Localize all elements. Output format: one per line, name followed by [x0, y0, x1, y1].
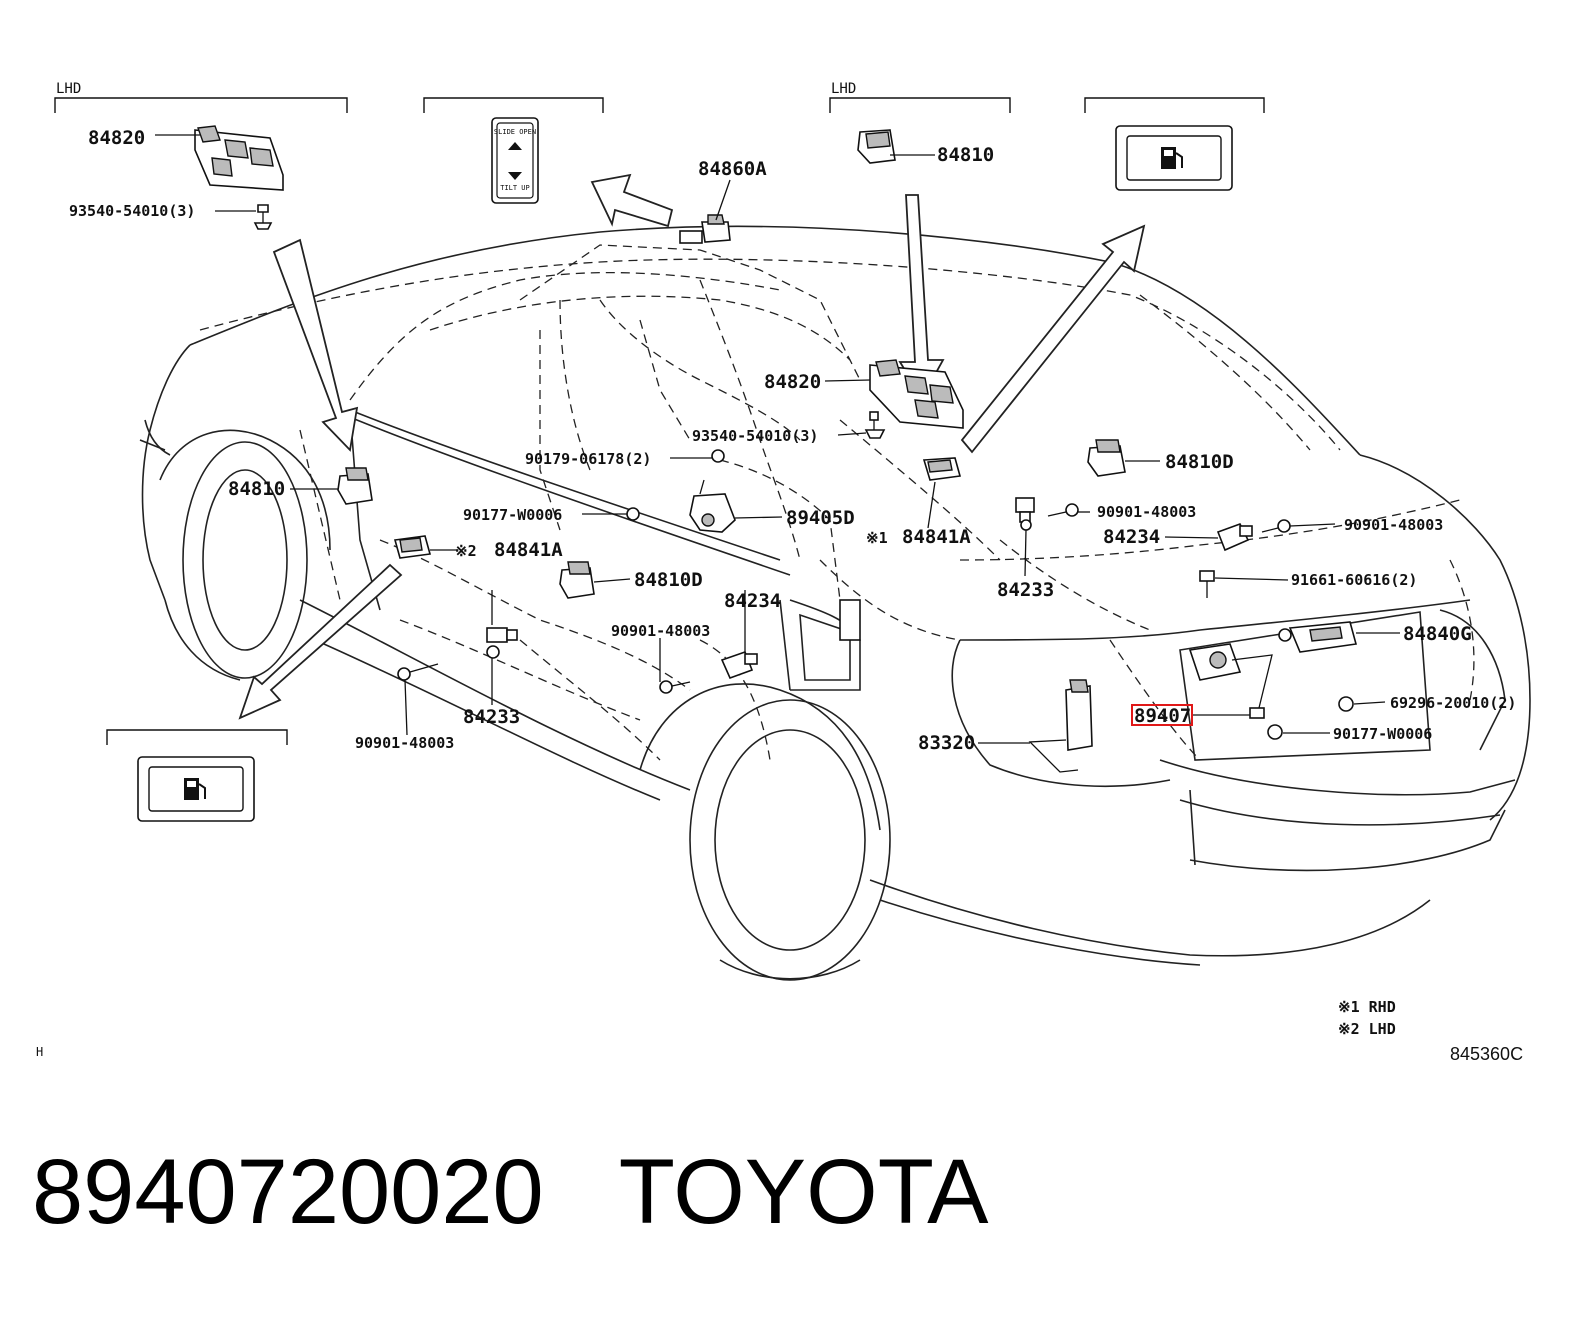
tilt-up-text: TILT UP — [500, 184, 530, 192]
part-labels: LHD LHD 84820 93540-54010(3) 84860A 8481… — [36, 81, 1523, 1064]
lhd-label: LHD — [56, 81, 81, 97]
slide-open-text: SLIDE OPEN — [494, 128, 536, 136]
part-label-90177: 90177-W0006 — [1333, 725, 1432, 743]
switch-part — [393, 535, 432, 559]
part-label-84841a: 84841A — [494, 539, 563, 561]
part-number: 8940720020 — [32, 1141, 544, 1243]
brand-name: TOYOTA — [618, 1141, 989, 1243]
part-label-84810: 84810 — [228, 478, 285, 500]
part-label-90901: 90901-48003 — [1344, 516, 1443, 534]
window-switch-part — [559, 561, 595, 599]
arrow-to-sunroof-switch — [590, 173, 674, 228]
note-mark-2: ※2 — [455, 542, 477, 560]
caption: 8940720020 TOYOTA — [32, 1142, 988, 1242]
clip-part — [1267, 724, 1283, 740]
part-label-90177: 90177-W0006 — [463, 506, 562, 524]
part-label-90901: 90901-48003 — [611, 622, 710, 640]
leader-lines — [155, 134, 1400, 744]
part-shapes — [194, 125, 1358, 773]
part-label-90901: 90901-48003 — [1097, 503, 1196, 521]
note-mark-1: ※1 — [866, 529, 888, 547]
bolt-part — [659, 680, 691, 694]
bolt-part — [397, 663, 439, 681]
part-label-89407-highlighted: 89407 — [1134, 705, 1191, 727]
switch-part — [922, 457, 962, 481]
part-label-84820: 84820 — [88, 127, 145, 149]
fuel-switch-inset-left — [137, 756, 255, 822]
part-label-69296: 69296-20010(2) — [1390, 694, 1516, 712]
door-courtesy-switch-part — [1216, 523, 1253, 552]
part-label-90901: 90901-48003 — [355, 734, 454, 752]
arrow-to-fuel-switch-right — [960, 224, 1146, 454]
car-body-outline — [139, 225, 1531, 981]
trunk-opener-switch-part — [1278, 621, 1358, 653]
part-label-84820: 84820 — [764, 371, 821, 393]
legend-rhd: ※1 RHD — [1338, 998, 1396, 1016]
door-courtesy-switch-part — [720, 650, 758, 680]
lhd-label: LHD — [831, 81, 856, 97]
part-label-91661: 91661-60616(2) — [1291, 571, 1417, 589]
part-label-84234: 84234 — [1103, 526, 1160, 548]
part-label-84841a: 84841A — [902, 526, 971, 548]
clip-part — [1338, 696, 1354, 712]
fuel-lid-part — [839, 599, 861, 641]
bolt-part — [1047, 503, 1079, 517]
part-label-83320: 83320 — [918, 732, 975, 754]
window-switch-part — [857, 129, 896, 164]
legend-lhd: ※2 LHD — [1338, 1020, 1396, 1038]
sunroof-switch-inset: SLIDE OPEN TILT UP — [491, 117, 539, 204]
part-label-84233: 84233 — [997, 579, 1054, 601]
window-switch-part — [337, 467, 373, 505]
part-label-84840g: 84840G — [1403, 623, 1472, 645]
diagram-reference-code: 845360C — [1450, 1044, 1523, 1064]
part-label-84810d: 84810D — [1165, 451, 1234, 473]
sunroof-switch-part — [679, 214, 731, 244]
screw-part — [864, 411, 886, 439]
highlight-box — [1131, 704, 1193, 726]
door-courtesy-switch-part — [486, 627, 518, 659]
window-master-switch-part — [869, 359, 964, 429]
part-label-93540: 93540-54010(3) — [692, 427, 818, 445]
fuel-switch-inset-right — [1115, 125, 1233, 191]
fuel-sender-part — [1028, 679, 1093, 773]
window-switch-part — [1087, 439, 1126, 477]
part-label-84810d: 84810D — [634, 569, 703, 591]
part-label-84810: 84810 — [937, 144, 994, 166]
sensor-part — [689, 449, 736, 533]
arrow-to-right-switch — [898, 194, 945, 400]
group-brackets — [54, 97, 1265, 745]
door-courtesy-switch-part — [1015, 497, 1035, 531]
interior-dashed-lines — [199, 244, 1475, 761]
window-master-switch-part — [194, 125, 284, 191]
part-label-84234: 84234 — [724, 590, 781, 612]
part-label-84860a: 84860A — [698, 158, 767, 180]
part-label-84233: 84233 — [463, 706, 520, 728]
part-label-93540: 93540-54010(3) — [69, 202, 195, 220]
part-label-89405d: 89405D — [786, 507, 855, 529]
bolt-part — [1261, 519, 1291, 533]
corner-mark: H — [36, 1045, 43, 1059]
height-control-sensor-part — [1188, 643, 1273, 719]
arrow-to-left-door — [272, 238, 359, 452]
arrow-to-fuel-switch-left — [238, 563, 403, 720]
bolt-part — [1199, 570, 1215, 598]
part-label-90179: 90179-06178(2) — [525, 450, 651, 468]
screw-part — [253, 204, 273, 230]
clip-part — [626, 507, 640, 521]
